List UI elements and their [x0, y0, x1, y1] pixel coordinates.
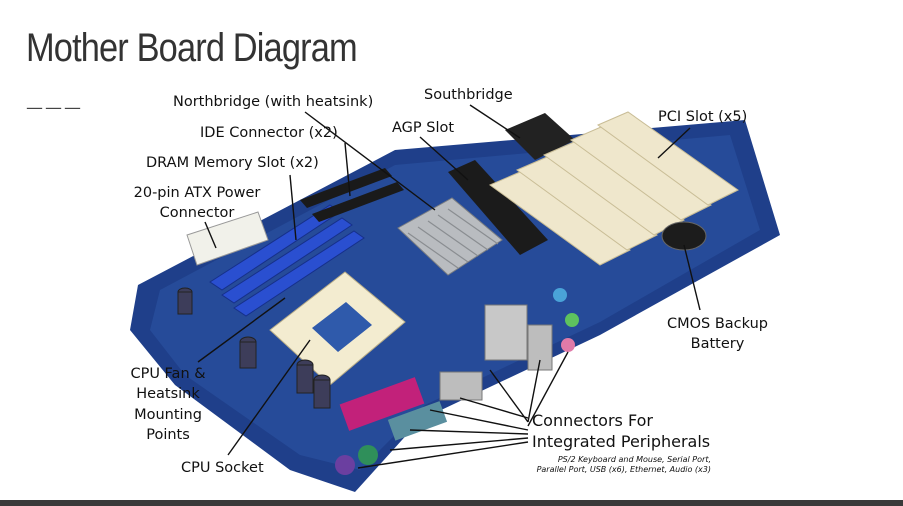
pci-slot-5	[596, 111, 739, 206]
leader-ide	[344, 142, 351, 197]
leader-conn-7	[389, 437, 529, 451]
leader-conn-2	[489, 369, 529, 423]
southbridge-chip	[505, 113, 575, 160]
label-cpu-socket: CPU Socket	[181, 460, 264, 476]
leader-dram	[289, 174, 297, 241]
label-pci-slot: PCI Slot (x5)	[658, 109, 748, 125]
label-connectors-line2: Integrated Peripherals	[532, 432, 711, 451]
dram-slot-2	[221, 217, 353, 304]
ide-connector-2	[312, 182, 404, 222]
pci-slot-2	[515, 156, 658, 251]
leader-atx	[204, 221, 217, 249]
leader-northbridge	[304, 111, 436, 211]
slide-title: Mother Board Diagram	[26, 26, 358, 70]
agp-slot	[448, 160, 548, 255]
leader-conn-3	[527, 359, 541, 423]
leader-conn-8	[357, 441, 529, 469]
label-cmos-battery: CMOS Backup Battery	[666, 316, 768, 353]
pci-slot-4	[569, 126, 712, 221]
audio-jack-green	[565, 313, 579, 327]
audio-jack-blue	[553, 288, 567, 302]
bottom-bar	[0, 500, 903, 506]
label-connectors-line1: Connectors For	[532, 411, 653, 430]
leader-conn-6	[409, 429, 529, 435]
leader-pci	[657, 127, 691, 159]
label-southbridge: Southbridge	[424, 87, 513, 103]
ps2-mouse-port	[358, 445, 378, 465]
audio-jack-pink	[561, 338, 575, 352]
parallel-port	[339, 377, 425, 431]
cpu-socket-center	[312, 302, 372, 352]
atx-power-connector	[186, 211, 269, 266]
label-cpu-fan: CPU Fan & Heatsink Mounting Points	[130, 366, 206, 443]
label-dram-slot: DRAM Memory Slot (x2)	[146, 155, 319, 171]
cmos-battery	[661, 221, 707, 251]
label-connectors-note: PS/2 Keyboard and Mouse, Serial Port, Pa…	[536, 455, 711, 474]
leader-cpu-fan	[197, 297, 286, 363]
leader-southbridge	[469, 104, 521, 139]
usb-ports	[439, 371, 483, 401]
title-underline: ———	[26, 98, 83, 118]
pci-slot-1	[488, 171, 631, 266]
label-agp-slot: AGP Slot	[392, 120, 455, 136]
leader-cpu-socket	[227, 339, 311, 456]
pci-slot-3	[542, 141, 685, 236]
leader-conn-5	[429, 409, 529, 431]
ide-connector-1	[300, 168, 392, 208]
dram-slot-3	[233, 230, 365, 317]
label-atx-power: 20-pin ATX Power Connector	[133, 185, 261, 222]
label-ide-connector: IDE Connector (x2)	[200, 125, 338, 141]
ethernet-port	[484, 304, 528, 361]
leader-cmos	[683, 244, 701, 311]
ps2-keyboard-port	[335, 455, 355, 475]
label-northbridge: Northbridge (with heatsink)	[173, 94, 374, 110]
leader-conn-1	[459, 397, 529, 419]
leader-conn-4	[527, 351, 569, 427]
leader-agp	[419, 136, 469, 181]
